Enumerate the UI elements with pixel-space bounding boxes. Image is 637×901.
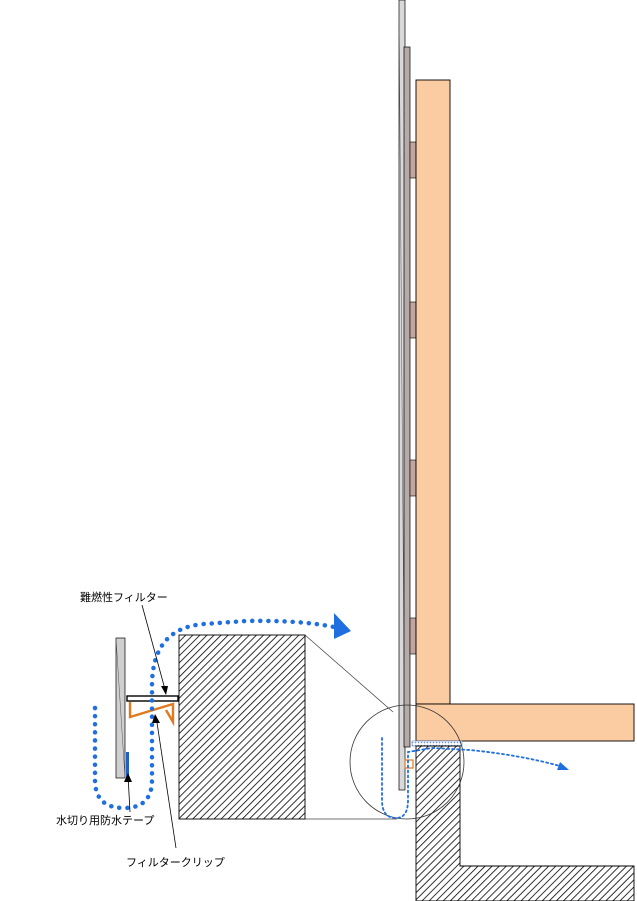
sill-plate (415, 703, 635, 742)
enlarged-siding-hatch (115, 637, 126, 779)
detail-callout-circle (349, 704, 465, 820)
leader-waterproof-tape-arrowhead (124, 773, 132, 782)
filter-clip (128, 702, 175, 727)
airflow-path-large (92, 618, 337, 811)
batten (409, 459, 417, 497)
leader-filter-clip-arrowhead (152, 714, 160, 723)
batten (409, 301, 417, 339)
airflow-arrow-small (557, 762, 569, 770)
airflow-arrow-large (334, 613, 351, 639)
batten (409, 141, 417, 179)
battens (409, 141, 417, 655)
vertical-stud (415, 79, 451, 705)
vent-mesh-strip (411, 740, 463, 747)
enlarged-foundation-block (178, 634, 306, 820)
waterproof-tape-strip (126, 752, 129, 782)
leader-filter-clip (155, 715, 177, 849)
label-waterproof-tape: 水切り用防水テープ (56, 813, 154, 827)
concrete-foundation (415, 745, 635, 901)
starter-clip-small (404, 759, 414, 769)
leader-fire-filter-arrowhead (161, 686, 168, 695)
leader-fire-filter (141, 604, 167, 694)
siding-board (403, 46, 411, 748)
airflow-path-small (381, 737, 561, 819)
magnify-leader-top (304, 634, 394, 713)
label-fire-resistant-filter: 難燃性フィルター (80, 590, 168, 604)
label-filter-clip: フィルタークリップ (126, 856, 225, 869)
batten (409, 617, 417, 655)
